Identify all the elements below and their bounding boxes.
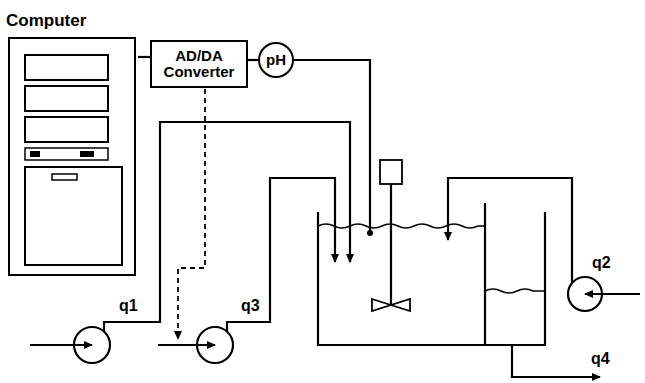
computer-case xyxy=(9,38,135,275)
node-text: AD/DA Converter xyxy=(159,48,239,81)
drive-slot xyxy=(25,148,108,160)
computer-panel xyxy=(25,167,122,265)
tank-wall xyxy=(318,212,545,345)
stirrer-shaft xyxy=(390,184,392,305)
outlet-pipe xyxy=(512,345,600,377)
water-level xyxy=(318,224,485,228)
signal-wire xyxy=(248,59,258,61)
stirrer-motor xyxy=(380,160,402,184)
flow-label: q4 xyxy=(590,350,611,368)
node-text: pH xyxy=(266,52,286,69)
flow-label: q1 xyxy=(118,297,139,315)
flow-label: q2 xyxy=(591,254,612,272)
computer-heading: Computer xyxy=(6,6,138,36)
impeller xyxy=(372,299,410,311)
signal-wire xyxy=(138,56,150,58)
sensor-circle: pH xyxy=(258,42,294,78)
feed-pipe xyxy=(104,122,350,331)
pump-inlet xyxy=(158,344,215,346)
drive-bay xyxy=(25,86,108,111)
drive-bay xyxy=(25,117,108,142)
feed-pipe xyxy=(448,178,572,283)
tank-partition xyxy=(484,203,486,345)
water-level xyxy=(485,289,545,293)
pump-inlet xyxy=(585,293,640,295)
pump-inlet xyxy=(30,344,92,346)
drive-light xyxy=(80,151,94,157)
node-text: Computer xyxy=(6,12,86,31)
flow-label: q3 xyxy=(240,297,261,315)
drive-bay xyxy=(25,55,108,80)
control-signal xyxy=(178,89,205,339)
converter-box: AD/DA Converter xyxy=(150,40,248,88)
probe-wire xyxy=(294,60,370,231)
probe-tip xyxy=(367,230,373,236)
panel-slot xyxy=(52,174,77,180)
drive-light xyxy=(30,151,40,157)
